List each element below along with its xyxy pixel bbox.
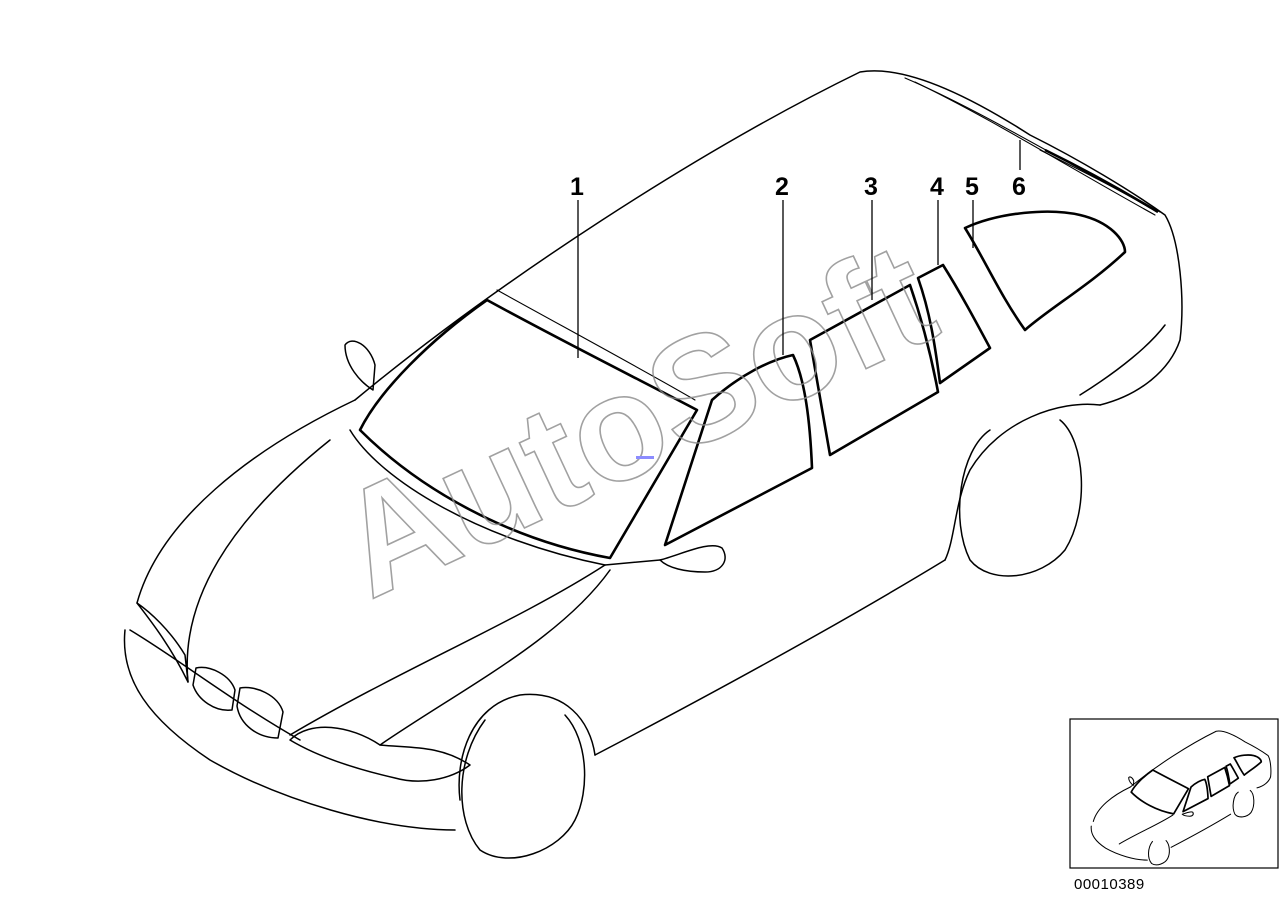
rear-door-glass (808, 283, 940, 457)
callout-2: 2 (775, 173, 789, 201)
watermark-logo: AutoSoft (312, 208, 958, 629)
svg-text:AutoSoft: AutoSoft (313, 209, 958, 629)
car-body-outline (123, 70, 1183, 859)
callout-6: 6 (1012, 173, 1026, 201)
rear-side-window (963, 210, 1127, 332)
callout-labels: 1 2 3 4 5 6 (570, 173, 1026, 201)
marker-dot (636, 456, 654, 459)
callout-1: 1 (570, 173, 584, 201)
front-door-glass (663, 353, 814, 547)
callout-3: 3 (864, 173, 878, 201)
callout-5: 5 (965, 173, 979, 201)
windshield-glass (358, 298, 699, 560)
thumbnail-overview (1069, 718, 1279, 869)
rear-window (1044, 148, 1159, 214)
diagram-number: 00010389 (1074, 876, 1145, 893)
quarter-glass (916, 263, 992, 385)
callout-leaders (577, 140, 1021, 358)
glass-parts (358, 148, 1159, 560)
callout-4: 4 (930, 173, 944, 201)
